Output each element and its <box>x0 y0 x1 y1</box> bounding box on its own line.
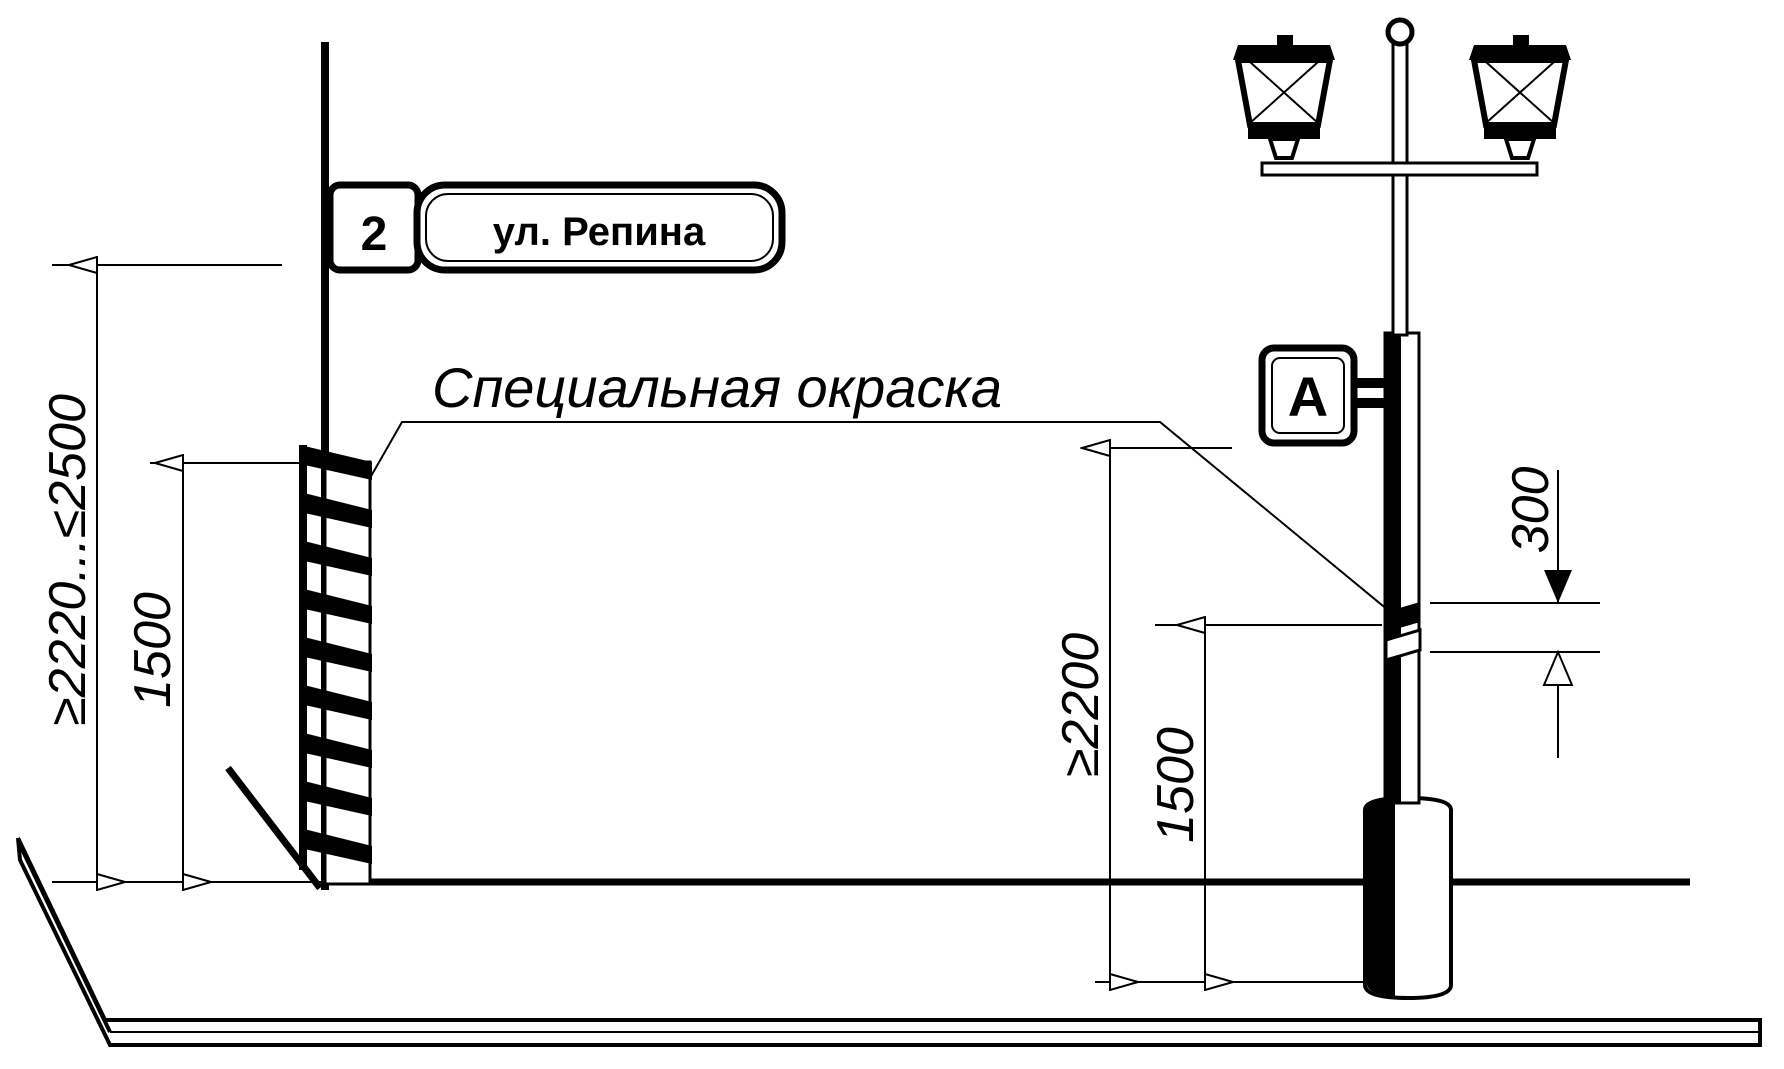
letter-sign-text: A <box>1288 365 1328 428</box>
dim-right-total: ≥2200 <box>1052 633 1110 777</box>
lamp-post-finial <box>1385 17 1415 47</box>
dim-left-painted: 1500 <box>124 592 182 708</box>
lamp-post-upper <box>1391 38 1409 337</box>
lamp-crossbar <box>1260 161 1539 177</box>
street-name: ул. Репина <box>493 210 706 254</box>
dim-band-arrow-down <box>1544 570 1572 603</box>
letter-sign-plate <box>1258 344 1358 447</box>
special-paint-callout: Специальная окраска <box>369 356 1401 621</box>
dim-right-band: 300 <box>1502 467 1560 554</box>
dim-left-total: ≥2220...≤2500 <box>39 394 97 726</box>
letter-sign: A <box>1258 344 1388 447</box>
lamp-post: A <box>1233 17 1571 1001</box>
callout-label: Специальная окраска <box>432 356 1002 419</box>
lantern-right <box>1469 35 1571 160</box>
house-number: 2 <box>361 208 388 261</box>
curb-edge <box>18 844 112 1033</box>
dim-right-painted: 1500 <box>1147 727 1205 843</box>
lamp-post-paint-band <box>1384 602 1422 663</box>
curb <box>16 837 1762 1047</box>
ground <box>16 765 1762 1047</box>
lantern-left <box>1233 35 1335 160</box>
callout-leader <box>369 421 1401 621</box>
street-name-plate <box>413 181 786 274</box>
left-pole-stripes <box>299 445 372 870</box>
dim-band-arrow-up <box>1542 649 1574 686</box>
left-pole: 2 ул. Репина <box>299 42 786 890</box>
street-sign: 2 ул. Репина <box>326 181 786 274</box>
right-dimensions: ≥2200 1500 300 <box>1052 448 1600 982</box>
left-dimensions: ≥2220...≤2500 1500 <box>39 265 325 882</box>
